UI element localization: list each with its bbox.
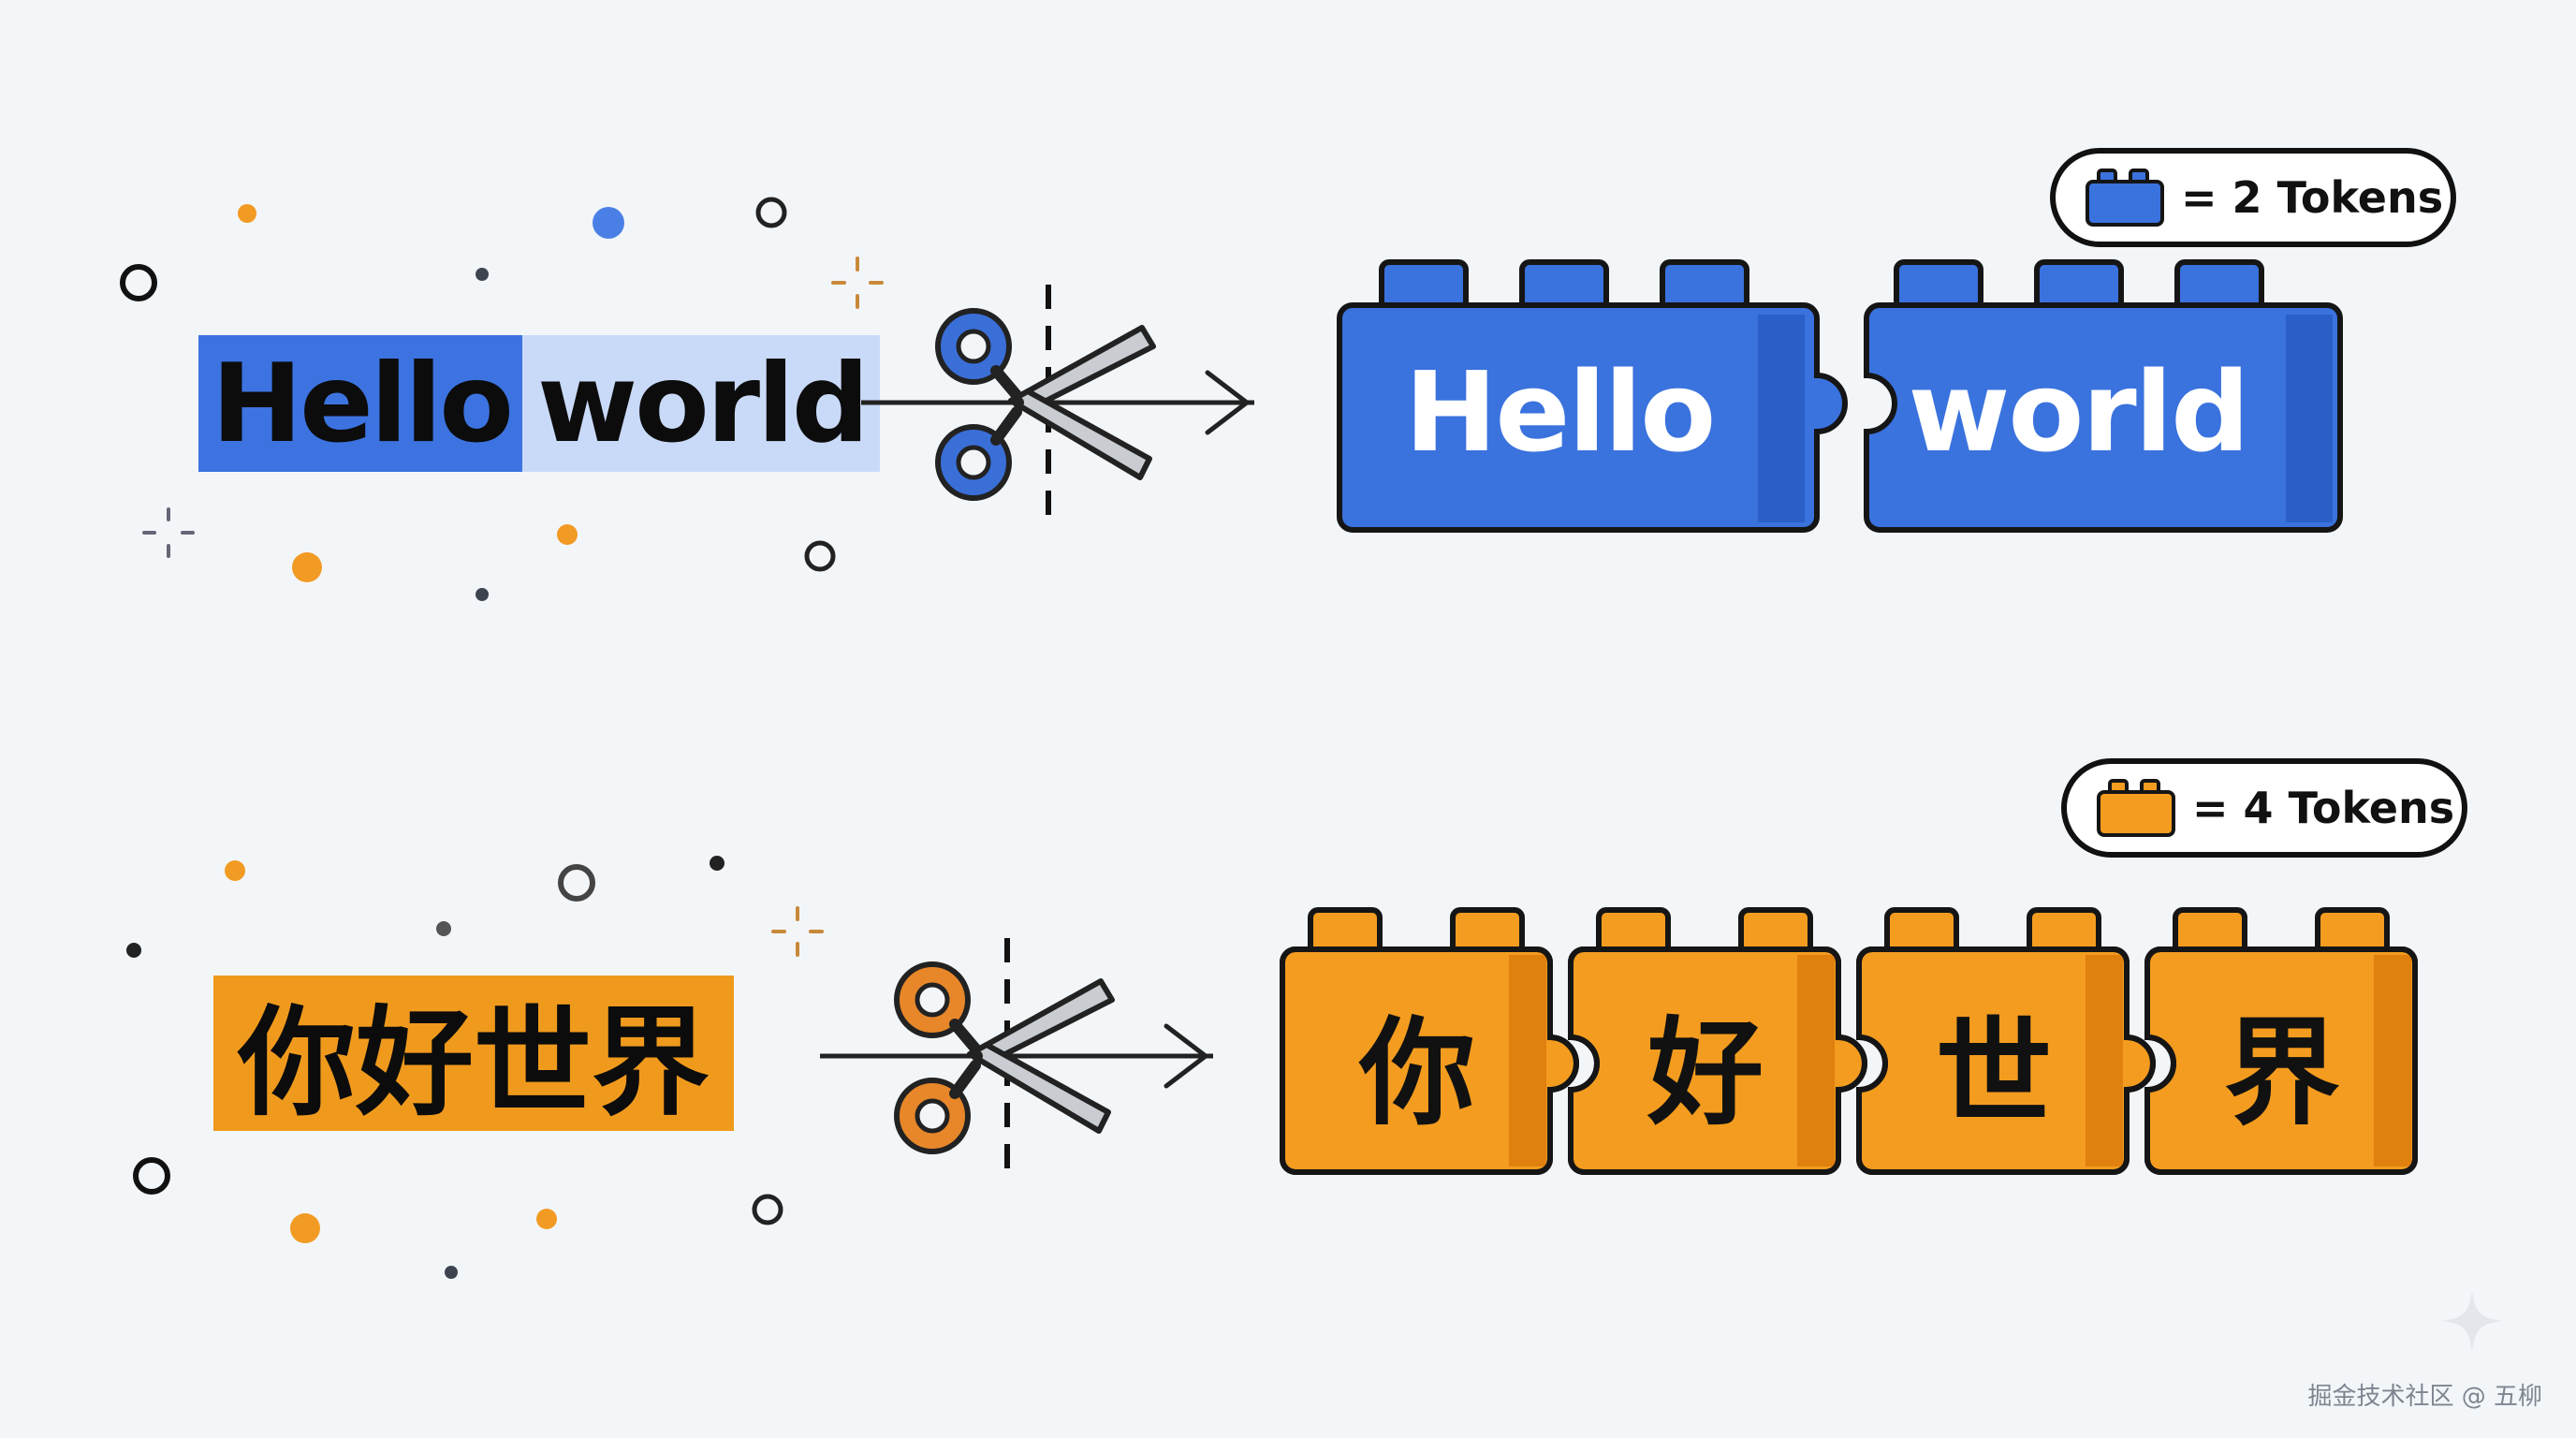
token-bricks-english	[1337, 259, 2343, 533]
sparkle-icon	[2441, 1290, 2503, 1352]
token-label-1: Hello	[1404, 347, 1717, 477]
watermark: 掘金技术社区 @ 五柳	[2307, 1383, 2542, 1411]
brick-icon	[2097, 779, 2175, 837]
token-brick-3	[1856, 907, 2156, 1175]
token-brick-4	[2144, 907, 2418, 1175]
token-label-2: 好	[1647, 1006, 1764, 1141]
scissors-icon	[820, 938, 1213, 1181]
legend-count: = 4 Tokens	[2192, 783, 2455, 833]
source-text-english: Hello world	[198, 335, 880, 472]
legend-chinese: = 4 Tokens	[2061, 758, 2467, 858]
confetti-row-2	[126, 856, 824, 1279]
token-brick-1	[1337, 259, 1848, 533]
source-token-1: Hello	[198, 335, 522, 472]
token-label-4: 界	[2223, 1006, 2340, 1141]
legend-english: = 2 Tokens	[2050, 148, 2456, 247]
token-label-3: 世	[1935, 1006, 2052, 1141]
token-label-2: world	[1908, 347, 2249, 477]
source-token-2: world	[521, 335, 880, 472]
token-brick-2	[1864, 259, 2343, 533]
confetti-row-1	[120, 197, 884, 601]
scissors-icon	[861, 285, 1254, 528]
source-text-chinese: 你好世界	[213, 976, 734, 1132]
token-label-1: 你	[1358, 1006, 1475, 1141]
legend-count: = 2 Tokens	[2181, 172, 2444, 223]
token-bricks-chinese	[1280, 907, 2418, 1175]
brick-icon	[2086, 169, 2164, 227]
token-brick-1	[1280, 907, 1579, 1175]
token-brick-2	[1568, 907, 1867, 1175]
